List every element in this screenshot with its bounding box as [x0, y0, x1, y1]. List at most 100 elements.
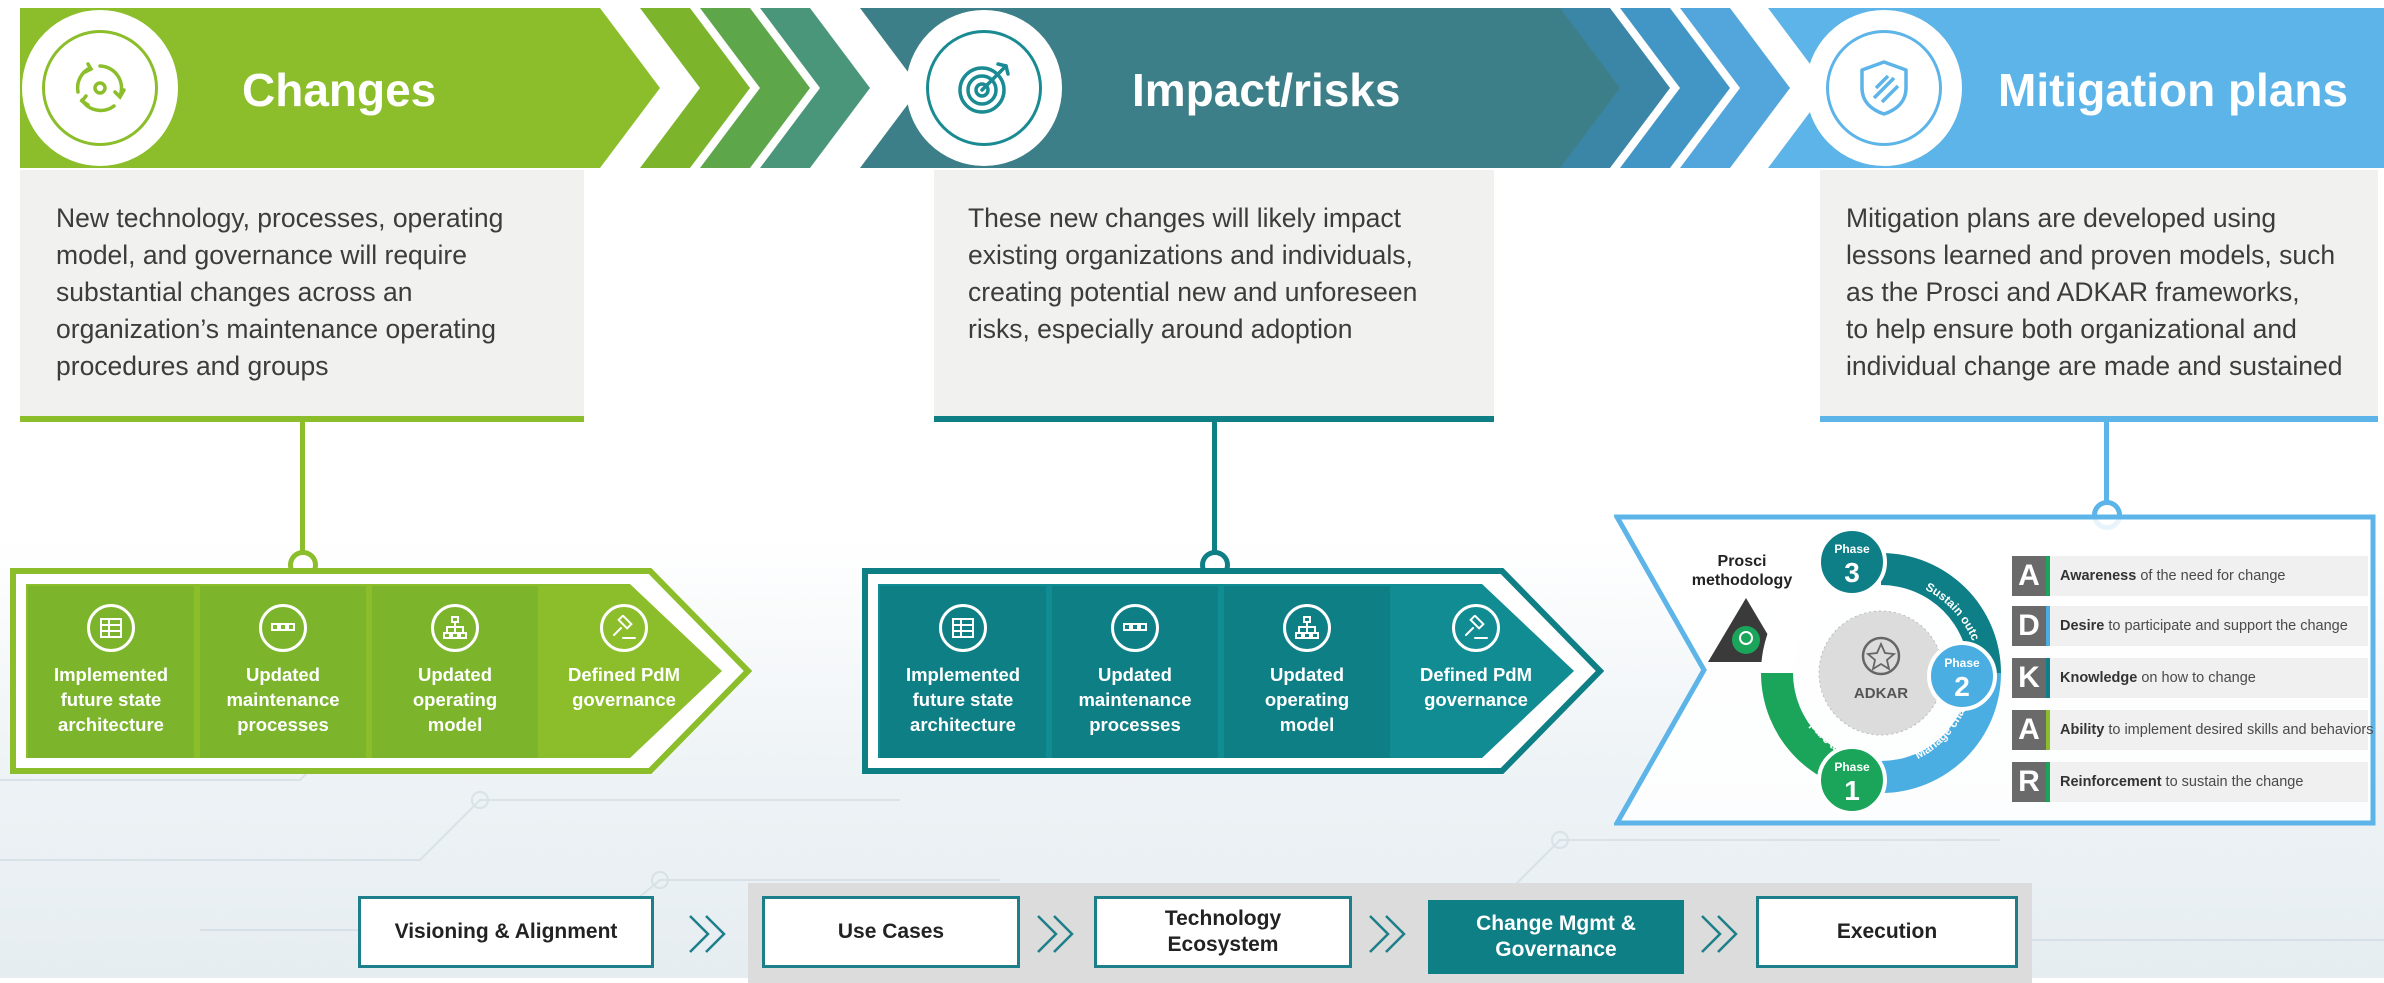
- architecture-icon: [939, 604, 987, 652]
- phase-2-badge: [1927, 641, 1997, 711]
- adkar-color-bar: [2046, 658, 2050, 698]
- adkar-letter: A: [2012, 710, 2046, 750]
- process-flow-icon: [259, 604, 307, 652]
- prosci-title: Prosci methodology: [1691, 553, 1793, 589]
- description-line: as the Prosci and ADKAR frameworks,: [1846, 277, 2300, 307]
- svg-text:1: 1: [1844, 775, 1860, 806]
- phase-1-badge: [1817, 745, 1887, 815]
- band-arrow-shape: [20, 8, 870, 168]
- process-step-use-cases[interactable]: Use Cases: [762, 896, 1020, 968]
- impact-icon-badge: [906, 10, 1062, 166]
- description-line: model, and governance will require: [56, 240, 467, 270]
- svg-text:Phase: Phase: [1834, 542, 1870, 556]
- description-line: individual change are made and sustained: [1846, 351, 2343, 381]
- adkar-letter: R: [2012, 762, 2046, 802]
- connector-line-changes: [300, 422, 305, 568]
- description-line: risks, especially around adoption: [968, 314, 1353, 344]
- description-line: New technology, processes, operating: [56, 203, 504, 233]
- description-card-impact: These new changes will likely impact exi…: [934, 170, 1494, 422]
- adkar-letter: A: [2012, 556, 2046, 596]
- adkar-row-reinforcement: R Reinforcement to sustain the change: [2012, 762, 2368, 802]
- header-title-mitigation: Mitigation plans: [1998, 64, 2349, 116]
- gavel-icon: [600, 604, 648, 652]
- band-arrow-shape: [860, 8, 1790, 168]
- architecture-icon: [87, 604, 135, 652]
- adkar-letter: D: [2012, 606, 2046, 646]
- process-step-change-mgmt[interactable]: Change Mgmt &Governance: [1428, 900, 1684, 974]
- description-line: lessons learned and proven models, such: [1846, 240, 2336, 270]
- adkar-description: Awareness of the need for change: [2060, 568, 2286, 584]
- adkar-description: Reinforcement to sustain the change: [2060, 774, 2304, 790]
- gavel-icon: [1452, 604, 1500, 652]
- changes-icon-badge: [22, 10, 178, 166]
- target-icon: [958, 62, 1010, 114]
- chevron-right-icon: [1701, 915, 1738, 953]
- adkar-description: Ability to implement desired skills and …: [2060, 722, 2374, 738]
- header-title-changes: Changes: [242, 64, 437, 116]
- adkar-color-bar: [2046, 606, 2050, 646]
- header-title-impact: Impact/risks: [1132, 64, 1401, 116]
- adkar-row-desire: D Desire to participate and support the …: [2012, 606, 2368, 646]
- process-flow-icon: [1111, 604, 1159, 652]
- shield-icon: [1860, 60, 1908, 116]
- adkar-row-awareness: A Awareness of the need for change: [2012, 556, 2368, 596]
- adkar-row-knowledge: K Knowledge on how to change: [2012, 658, 2368, 698]
- description-line: These new changes will likely impact: [968, 203, 1402, 233]
- description-card-changes: New technology, processes, operating mod…: [20, 170, 584, 422]
- adkar-color-bar: [2046, 710, 2050, 750]
- mitigation-icon-badge: [1806, 10, 1962, 166]
- description-line: substantial changes across an: [56, 277, 413, 307]
- chevron-right-icon: [1369, 915, 1406, 953]
- svg-text:Phase: Phase: [1944, 656, 1980, 670]
- connector-line-mitigation: [2104, 422, 2109, 504]
- description-line: Mitigation plans are developed using: [1846, 203, 2277, 233]
- header-band-changes: [0, 8, 880, 168]
- description-line: procedures and groups: [56, 351, 329, 381]
- org-chart-icon: [431, 604, 479, 652]
- chevron-right-icon: [1037, 915, 1074, 953]
- adkar-description: Desire to participate and support the ch…: [2060, 618, 2348, 634]
- adkar-color-bar: [2046, 556, 2050, 596]
- org-chart-icon: [1283, 604, 1331, 652]
- description-line: organization’s maintenance operating: [56, 314, 497, 344]
- header-band-impact: [860, 8, 1800, 168]
- description-line: existing organizations and individuals,: [968, 240, 1413, 270]
- chevron-right-icon: [689, 915, 726, 953]
- prosci-phase-cycle: ADKAR Prepare approach Manage change Sus…: [1736, 528, 2001, 815]
- process-step-visioning[interactable]: Visioning & Alignment: [358, 896, 654, 968]
- phase-3-badge: [1817, 528, 1887, 597]
- cycle-arrows-icon: [75, 62, 126, 113]
- adkar-description: Knowledge on how to change: [2060, 670, 2256, 686]
- svg-text:3: 3: [1844, 557, 1860, 588]
- adkar-row-ability: A Ability to implement desired skills an…: [2012, 710, 2374, 750]
- svg-text:Phase: Phase: [1834, 760, 1870, 774]
- description-line: creating potential new and unforeseen: [968, 277, 1418, 307]
- process-step-execution[interactable]: Execution: [1756, 896, 2018, 968]
- adkar-center-label: ADKAR: [1854, 685, 1908, 702]
- svg-text:2: 2: [1954, 671, 1970, 702]
- adkar-letter: K: [2012, 658, 2046, 698]
- description-line: to help ensure both organizational and: [1846, 314, 2297, 344]
- connector-line-impact: [1212, 422, 1217, 568]
- adkar-color-bar: [2046, 762, 2050, 802]
